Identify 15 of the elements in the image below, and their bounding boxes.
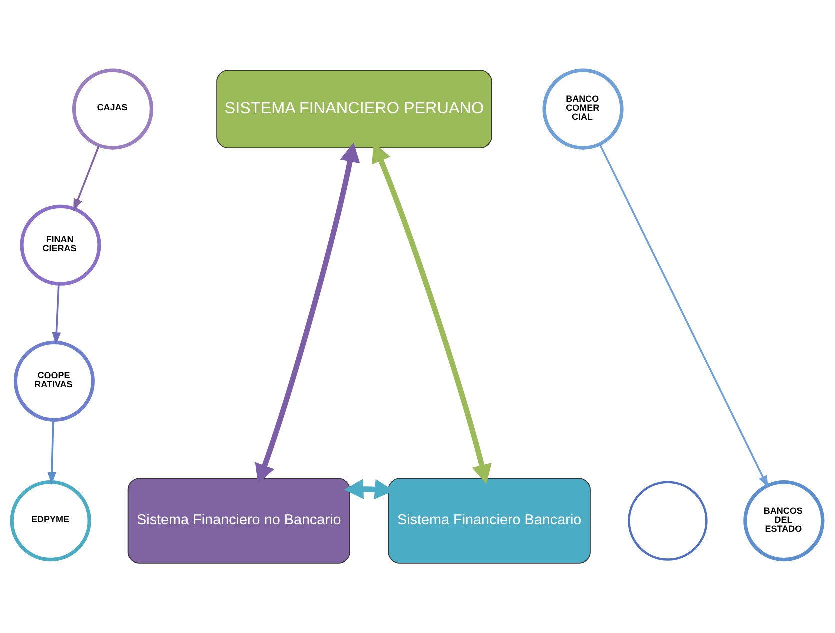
arrow (48, 420, 56, 484)
node-circle: COOPE RATIVAS (14, 340, 95, 422)
node-circle: FINAN CIERAS (20, 204, 102, 286)
arrow (599, 144, 769, 488)
node-circle: EDPYME (10, 480, 92, 562)
arrow (255, 142, 360, 484)
arrow (52, 284, 62, 345)
arrow (74, 145, 100, 212)
node-circle: BANCOS DEL ESTADO (744, 480, 825, 562)
node-box: SISTEMA FINANCIERO PERUANO (216, 70, 492, 148)
node-circle (628, 480, 708, 560)
node-box: Sistema Financiero no Bancario (128, 478, 350, 564)
node-circle: CAJAS (72, 68, 154, 150)
node-box: Sistema Financiero Bancario (388, 478, 591, 564)
node-circle: BANCO COMER CIAL (542, 68, 624, 150)
